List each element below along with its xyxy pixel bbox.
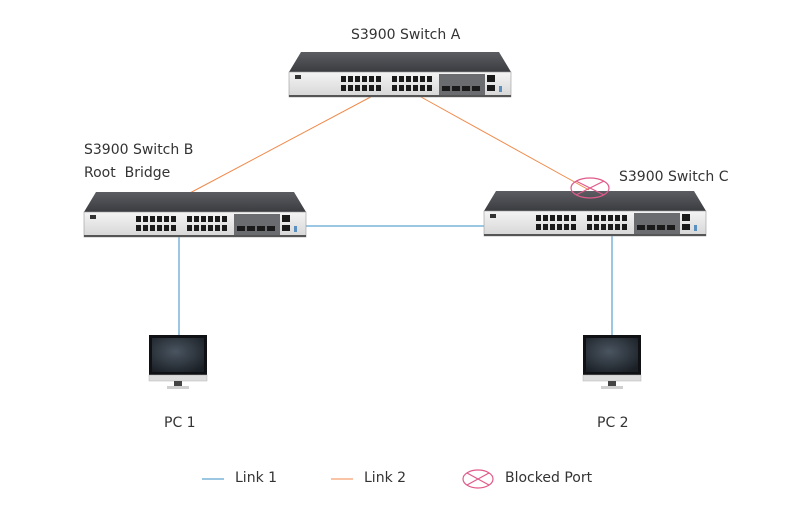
link2-a-to-b <box>187 91 381 195</box>
switch-b-icon <box>83 191 307 238</box>
legend-blocked-port-icon <box>462 469 494 489</box>
switch-a-icon <box>288 51 512 98</box>
pc1-label: PC 1 <box>164 415 196 431</box>
blocked-port-icon <box>570 177 610 199</box>
legend-link2-label: Link 2 <box>364 470 407 486</box>
switch-a-label: S3900 Switch A <box>351 27 461 43</box>
link2-a-to-c <box>411 91 590 191</box>
pc2-monitor-icon <box>582 334 642 390</box>
legend-link1-label: Link 1 <box>235 470 278 486</box>
switch-b-root-bridge-label: Root Bridge <box>84 165 171 181</box>
legend-blocked-port-label: Blocked Port <box>505 470 593 486</box>
pc2-label: PC 2 <box>597 415 629 431</box>
switch-b-label: S3900 Switch B <box>84 142 194 158</box>
switch-c-label: S3900 Switch C <box>619 169 729 185</box>
pc1-monitor-icon <box>148 334 208 390</box>
